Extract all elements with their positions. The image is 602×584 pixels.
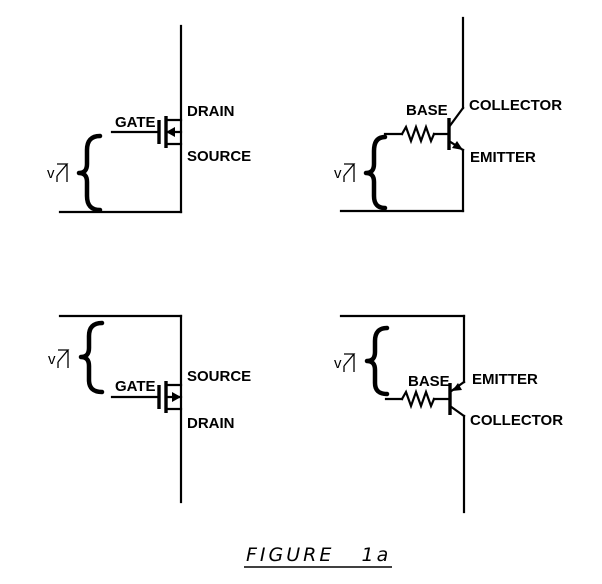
emitter-label: EMITTER [470, 149, 536, 166]
drain-label: DRAIN [187, 103, 235, 120]
left-brace [363, 134, 388, 211]
n-mosfet-circuit: v GATE DRAIN SOURCE [47, 24, 251, 214]
arrow-in-icon [166, 127, 175, 137]
base-label: BASE [408, 373, 450, 390]
arrow-out-icon [172, 392, 181, 402]
p-mosfet-circuit: v GATE SOURCE DRAIN [48, 314, 251, 504]
gate-label: GATE [115, 378, 156, 395]
voltage-label: v [334, 355, 342, 372]
drain-label: DRAIN [187, 415, 235, 432]
collector-leg [447, 106, 465, 129]
left-brace [78, 320, 105, 395]
base-label: BASE [406, 102, 448, 119]
collector-leg [448, 404, 466, 418]
emitter-label: EMITTER [472, 371, 538, 388]
voltage-label: v [47, 165, 55, 182]
pulse-waveform-icon [57, 349, 70, 368]
voltage-label: v [334, 165, 342, 182]
arrow-out-icon [452, 141, 463, 150]
arrow-in-icon [452, 383, 462, 391]
figure-caption: FIGURE 1a [246, 544, 391, 566]
base-resistor [400, 388, 436, 410]
source-label: SOURCE [187, 368, 251, 385]
collector-label: COLLECTOR [470, 412, 563, 429]
base-resistor [400, 123, 436, 145]
left-brace [76, 133, 103, 213]
gate-label: GATE [115, 114, 156, 131]
pulse-waveform-icon [343, 163, 356, 182]
collector-label: COLLECTOR [469, 97, 562, 114]
voltage-label: v [48, 351, 56, 368]
pulse-waveform-icon [56, 163, 69, 182]
left-brace [364, 325, 390, 397]
pnp-bjt-circuit: v BASE EMITTER COLLECTOR [334, 314, 563, 514]
pulse-waveform-icon [343, 353, 356, 372]
npn-bjt-circuit: v BASE COLLECTOR EMITTER [334, 16, 562, 213]
source-label: SOURCE [187, 148, 251, 165]
